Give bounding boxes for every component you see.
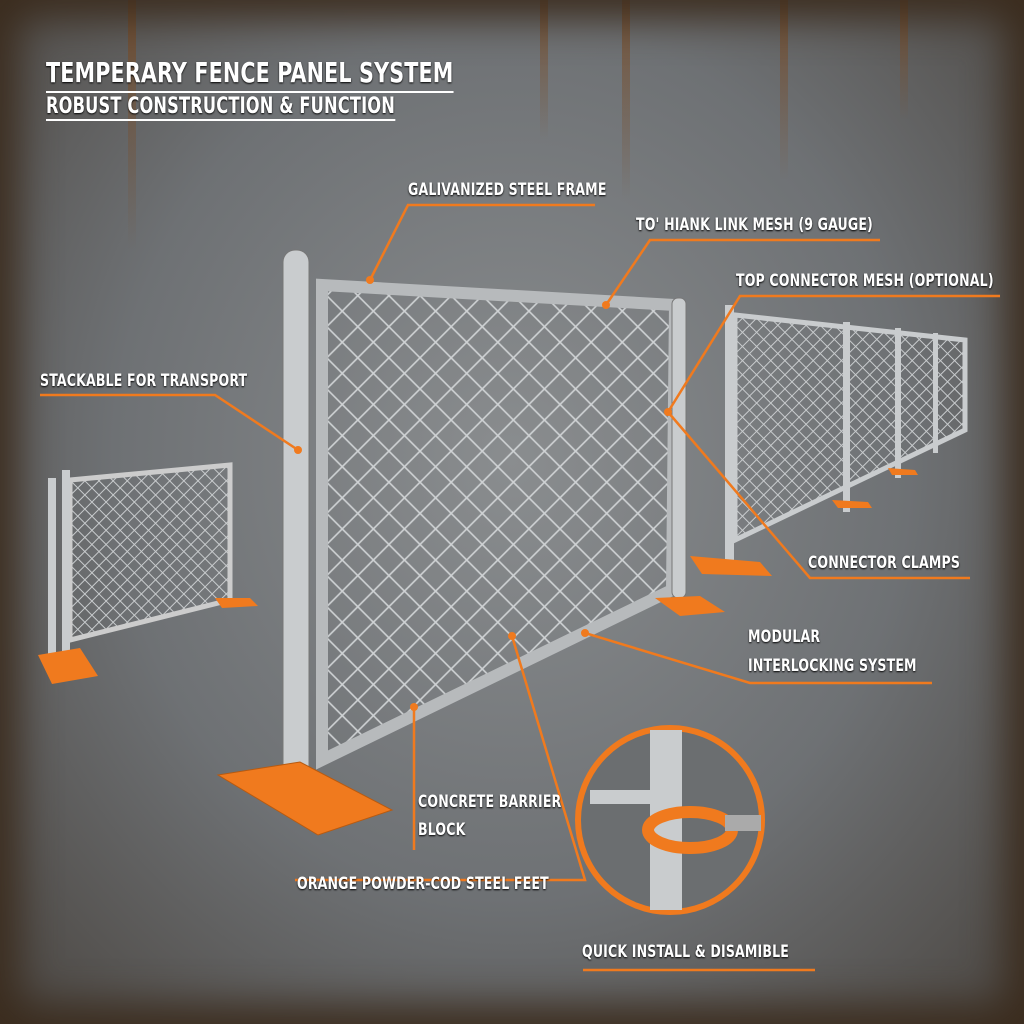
leader-lines (40, 203, 1000, 972)
connected-panels (690, 305, 968, 576)
page-title: TEMPERARY FENCE PANEL SYSTEM (46, 56, 454, 93)
label-modular-1: MODULAR (748, 627, 821, 647)
page-subtitle: ROBUST CONSTRUCTION & FUNCTION (46, 94, 395, 121)
clamp-detail-inset (575, 725, 765, 915)
label-mesh: TO' HIANK LINK MESH (9 GAUGE) (636, 215, 873, 235)
label-modular-2: INTERLOCKING SYSTEM (748, 656, 917, 676)
label-concrete-1: CONCRETE BARRIER (418, 792, 562, 812)
label-stackable: STACKABLE FOR TRANSPORT (40, 371, 248, 391)
label-install: QUICK INSTALL & DISAMIBLE (582, 942, 789, 962)
label-concrete-2: BLOCK (418, 820, 466, 840)
stacked-panels (38, 462, 258, 684)
label-clamps: CONNECTOR CLAMPS (808, 553, 961, 573)
main-panel (216, 249, 725, 836)
label-top-connector: TOP CONNECTOR MESH (OPTIONAL) (736, 271, 994, 291)
label-feet: ORANGE POWDER-COD STEEL FEET (297, 874, 549, 894)
label-frame: GALIVANIZED STEEL FRAME (408, 180, 607, 200)
